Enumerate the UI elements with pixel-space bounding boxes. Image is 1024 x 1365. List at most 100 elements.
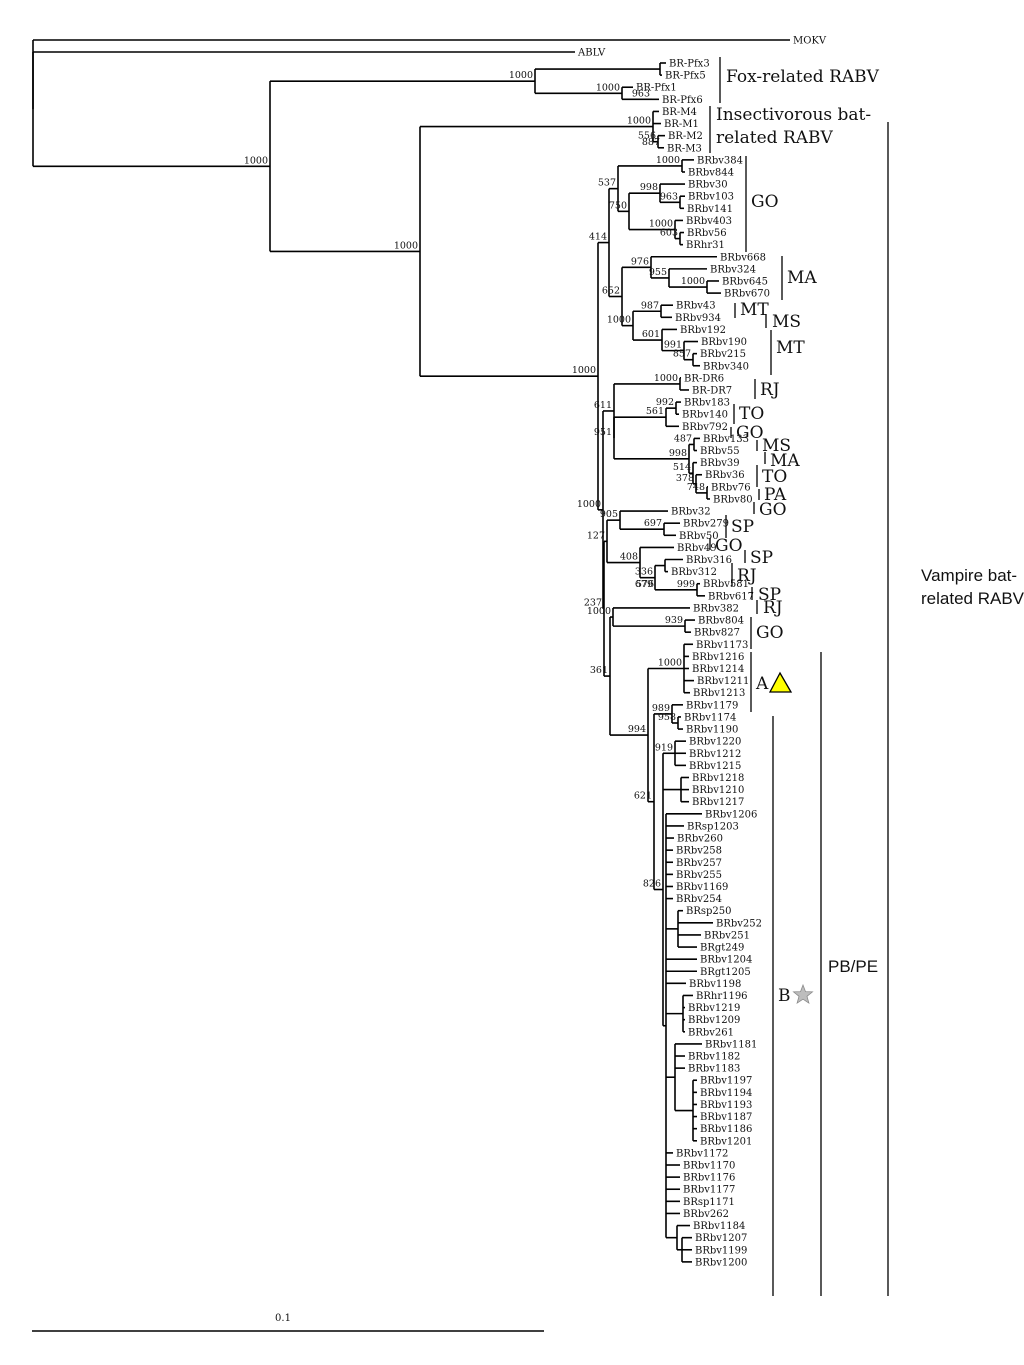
bootstrap-label: 408 bbox=[620, 552, 638, 563]
leaf-label: BRbv103 bbox=[688, 192, 734, 203]
leaf-label: BRbv1198 bbox=[689, 979, 741, 990]
leaf-label: BRbv1217 bbox=[692, 797, 744, 808]
tree-branches bbox=[32, 39, 790, 1263]
leaf-label: BRbv1172 bbox=[676, 1148, 728, 1159]
leaf-label: BRbv384 bbox=[697, 155, 743, 166]
leaf-label: BRbv1216 bbox=[692, 652, 744, 663]
bootstrap-label: 857 bbox=[673, 349, 691, 360]
clade-label-rj-2: RJ bbox=[737, 566, 757, 586]
leaf-label: BRbv1200 bbox=[695, 1257, 747, 1268]
leaf-label: BR-Pfx3 bbox=[669, 59, 710, 70]
leaf-label: BRbv76 bbox=[711, 482, 751, 493]
bootstrap-label: 951 bbox=[594, 427, 612, 438]
bootstrap-label: 679 bbox=[635, 579, 653, 590]
bootstrap-values: 9631000100088755610001000963998603100075… bbox=[244, 70, 705, 889]
bootstrap-label: 621 bbox=[634, 791, 652, 802]
leaf-label: BRbv1173 bbox=[696, 640, 748, 651]
bootstrap-label: 963 bbox=[660, 191, 678, 202]
leaf-label: BR-Pfx5 bbox=[665, 71, 706, 82]
leaf-label: BRbv382 bbox=[693, 603, 739, 614]
bootstrap-label: 514 bbox=[673, 462, 691, 473]
leaf-label: BRbv252 bbox=[716, 918, 762, 929]
leaf-label: BRbv1186 bbox=[700, 1124, 752, 1135]
leaf-label: BRbv43 bbox=[676, 301, 716, 312]
leaf-label: BRbv792 bbox=[682, 422, 728, 433]
bootstrap-label: 378 bbox=[676, 473, 694, 484]
bootstrap-label: 611 bbox=[594, 400, 612, 411]
leaf-label: BRbv1212 bbox=[689, 749, 741, 760]
leaf-label: BRbv1207 bbox=[695, 1233, 747, 1244]
leaf-label: BRbv36 bbox=[705, 470, 745, 481]
bootstrap-label: 697 bbox=[644, 518, 662, 529]
leaf-label: BRsp1203 bbox=[687, 821, 739, 832]
bootstrap-label: 955 bbox=[649, 267, 667, 278]
leaf-label: BRbv617 bbox=[708, 591, 754, 602]
bootstrap-label: 998 bbox=[640, 182, 658, 193]
bootstrap-label: 1000 bbox=[649, 219, 673, 230]
clade-label-go-4: GO bbox=[715, 536, 743, 556]
clade-label-rj-3: RJ bbox=[763, 598, 783, 618]
leaf-label: BRbv1211 bbox=[697, 676, 749, 687]
clade-label-to-1: TO bbox=[739, 404, 764, 424]
leaf-label: BRbv1214 bbox=[692, 664, 744, 675]
bootstrap-label: 576 bbox=[636, 579, 654, 590]
leaf-label: BRbv133 bbox=[703, 434, 749, 445]
leaf-label: BRbv1174 bbox=[684, 712, 736, 723]
leaf-label: BRbv312 bbox=[671, 567, 717, 578]
bootstrap-label: 958 bbox=[658, 712, 676, 723]
clade-label-ma-2: MA bbox=[770, 451, 800, 471]
leaf-label: BRbv257 bbox=[676, 858, 722, 869]
leaf-label: BRgt1205 bbox=[700, 967, 751, 978]
bootstrap-label: 1000 bbox=[394, 240, 418, 251]
bootstrap-label: 556 bbox=[638, 131, 656, 142]
bootstrap-label: 336 bbox=[635, 567, 653, 578]
leaf-label: BRbv261 bbox=[688, 1027, 734, 1038]
bootstrap-label: 976 bbox=[631, 256, 649, 267]
leaf-label: BRbv1190 bbox=[686, 725, 738, 736]
leaf-label: BRbv1170 bbox=[683, 1161, 735, 1172]
leaf-label: BRhr1196 bbox=[696, 991, 748, 1002]
bootstrap-label: 414 bbox=[589, 232, 607, 243]
leaf-label: BRbv1219 bbox=[688, 1003, 740, 1014]
leaf-label: BRbv1181 bbox=[705, 1039, 757, 1050]
leaf-label: BR-M1 bbox=[664, 119, 699, 130]
leaf-label: BR-DR6 bbox=[684, 373, 724, 384]
leaf-label: BRbv80 bbox=[713, 494, 753, 505]
clade-label-mt-2: MT bbox=[776, 338, 805, 358]
leaf-label: BR-Pfx6 bbox=[662, 95, 703, 106]
clade-annotations: Fox-related RABV Insectivorous bat- rela… bbox=[709, 57, 1024, 1296]
bootstrap-label: 992 bbox=[656, 397, 674, 408]
bootstrap-label: 1000 bbox=[656, 155, 680, 166]
leaf-label: BRbv1204 bbox=[700, 955, 752, 966]
leaf-label: BRbv1197 bbox=[700, 1076, 752, 1087]
bootstrap-label: 750 bbox=[609, 200, 627, 211]
bootstrap-label: 989 bbox=[652, 703, 670, 714]
bootstrap-label: 919 bbox=[655, 742, 673, 753]
bootstrap-label: 601 bbox=[642, 329, 660, 340]
leaf-label: BRbv1209 bbox=[688, 1015, 740, 1026]
leaf-label: BRbv581 bbox=[703, 579, 749, 590]
leaf-label: BRbv316 bbox=[686, 555, 732, 566]
clade-label-ma-1: MA bbox=[787, 268, 817, 288]
leaf-label: BRbv1201 bbox=[700, 1136, 752, 1147]
leaf-label: BRbv1183 bbox=[688, 1064, 740, 1075]
clade-label-rj-1: RJ bbox=[760, 380, 780, 400]
bootstrap-label: 887 bbox=[642, 137, 660, 148]
leaf-label: BRbv56 bbox=[687, 228, 727, 239]
leaf-label: BRbv258 bbox=[676, 846, 722, 857]
leaf-label: BRbv50 bbox=[679, 531, 719, 542]
leaf-label: BRbv183 bbox=[684, 398, 730, 409]
clade-label-b: B bbox=[778, 986, 791, 1006]
leaf-label: BRsp1171 bbox=[683, 1197, 735, 1208]
clade-label-vampire-line1: Vampire bat- bbox=[921, 566, 1017, 585]
bootstrap-label: 1000 bbox=[587, 606, 611, 617]
leaf-label: BRbv1193 bbox=[700, 1100, 752, 1111]
leaf-label: BRhr31 bbox=[686, 240, 725, 251]
leaf-label: BRbv39 bbox=[700, 458, 740, 469]
bootstrap-label: 237 bbox=[584, 598, 602, 609]
leaf-label: BRbv1184 bbox=[693, 1221, 745, 1232]
bootstrap-label: 748 bbox=[687, 482, 705, 493]
leaf-label: BRsp250 bbox=[686, 906, 732, 917]
bootstrap-label: 487 bbox=[674, 433, 692, 444]
leaf-labels: ABLVBR-Pfx3BR-Pfx5BR-Pfx1BR-Pfx6BR-M4BR-… bbox=[577, 36, 827, 1269]
